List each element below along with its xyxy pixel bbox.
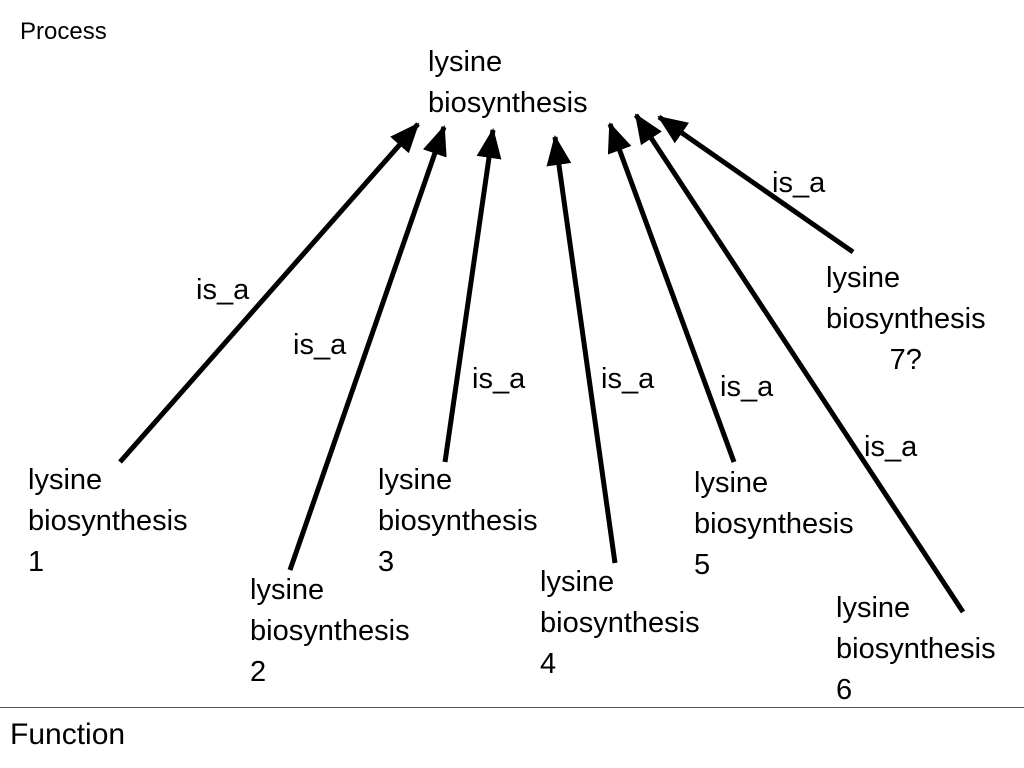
child-node-line: 6 [836, 674, 853, 706]
edge-label-5: is_a [720, 371, 774, 403]
edge-child7-root [657, 114, 855, 255]
child-node-line: biosynthesis [694, 508, 854, 540]
child-node-line: 4 [540, 648, 557, 680]
child-node-line: biosynthesis [826, 303, 986, 335]
edge-label-1: is_a [196, 274, 250, 306]
child-node-line: biosynthesis [250, 615, 410, 647]
child-node-line: lysine [836, 592, 911, 624]
edge-label-4: is_a [601, 363, 655, 395]
child-node-5: lysine biosynthesis 5 [694, 463, 854, 586]
section-divider [0, 707, 1024, 708]
root-node-line: biosynthesis [428, 87, 588, 119]
child-node-line: biosynthesis [28, 505, 188, 537]
child-node-line: lysine [826, 262, 901, 294]
edge-label-6: is_a [864, 431, 918, 463]
child-node-line: biosynthesis [378, 505, 538, 537]
child-node-line: lysine [540, 566, 615, 598]
function-section-label: Function [10, 718, 126, 751]
edge-label-2: is_a [293, 329, 347, 361]
child-node-line: 7? [889, 344, 922, 376]
edge-label-3: is_a [472, 363, 526, 395]
child-node-7: lysine biosynthesis 7? [826, 258, 986, 381]
child-node-line: 3 [378, 546, 395, 578]
child-node-line: 5 [694, 549, 711, 581]
edge-label-7: is_a [772, 167, 826, 199]
child-node-line: 2 [250, 656, 267, 688]
child-node-3: lysine biosynthesis 3 [378, 460, 538, 583]
child-node-2: lysine biosynthesis 2 [250, 570, 410, 693]
child-node-line: lysine [694, 467, 769, 499]
child-node-6: lysine biosynthesis 6 [836, 588, 996, 711]
edge-child1-root [118, 122, 420, 464]
root-node: lysine biosynthesis [428, 42, 588, 124]
child-node-line: biosynthesis [836, 633, 996, 665]
edge-child3-root [442, 128, 502, 463]
edge-child5-root [607, 122, 737, 463]
root-node-line: lysine [428, 46, 503, 78]
edge-child6-root [633, 113, 966, 614]
child-node-4: lysine biosynthesis 4 [540, 562, 700, 685]
child-node-1: lysine biosynthesis 1 [28, 460, 188, 583]
child-node-line: biosynthesis [540, 607, 700, 639]
child-node-line: lysine [378, 464, 453, 496]
edge-child2-root [287, 125, 447, 571]
child-node-line: 1 [28, 546, 45, 578]
child-node-line: lysine [28, 464, 103, 496]
edge-child4-root [546, 135, 618, 564]
process-section-label: Process [20, 18, 107, 45]
child-node-line: lysine [250, 574, 325, 606]
